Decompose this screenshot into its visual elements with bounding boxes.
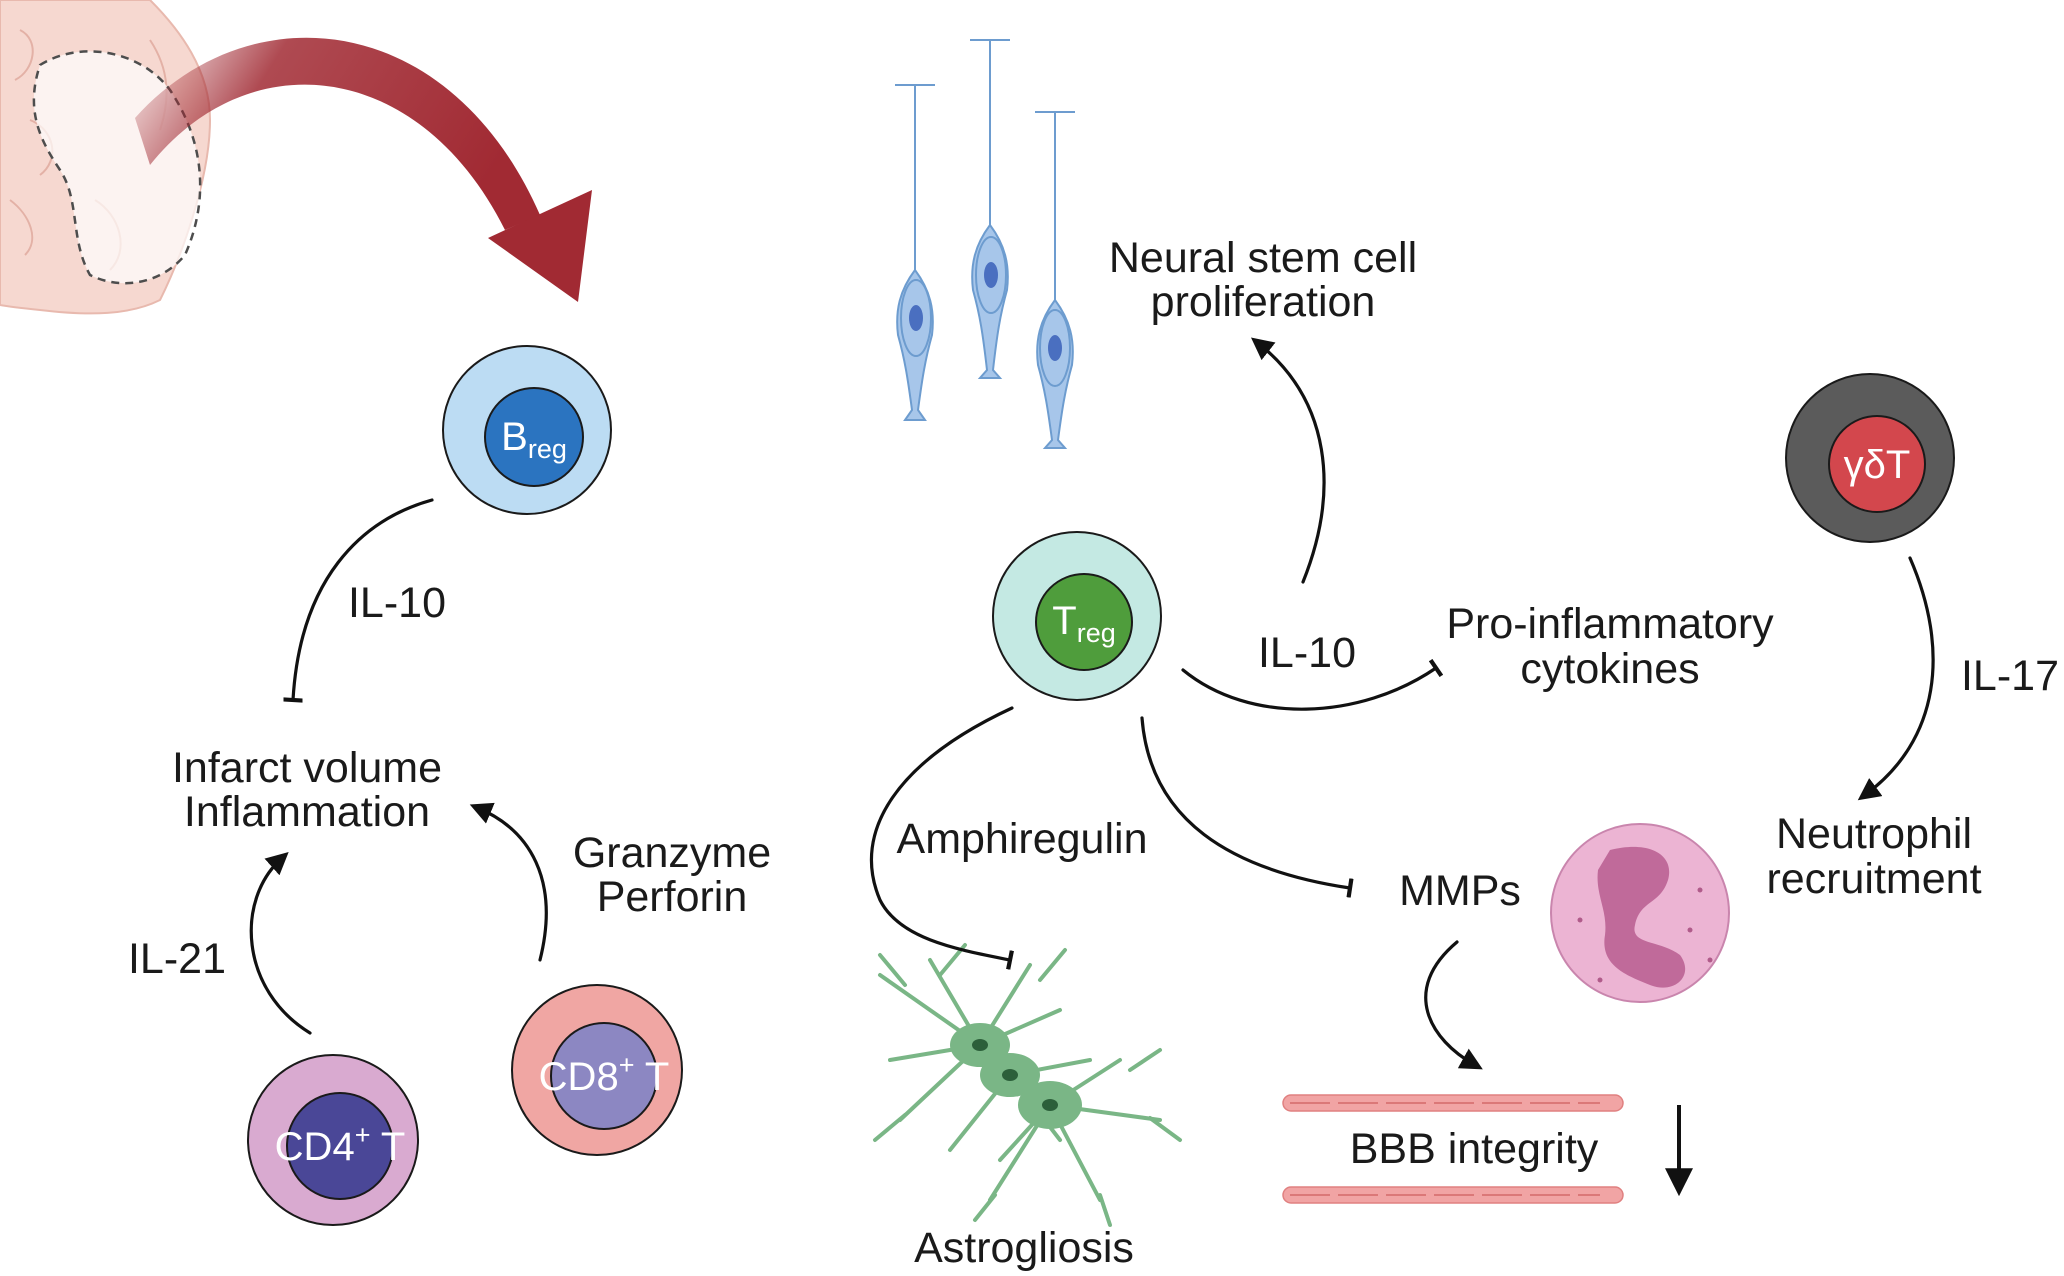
cd8-label: CD8 [539,1055,619,1099]
edge-cd4-to-infarct [249,852,312,1035]
label-proliferation: proliferation [1151,278,1376,326]
edge-treg-inhibits-mmps [1140,716,1354,898]
cd8-suffix: T [634,1055,669,1099]
cd4-sup: + [355,1120,371,1150]
gdt-cell: γδT [1785,373,1955,543]
infiltration-arrow [135,37,592,302]
astrocytes [873,943,1182,1227]
label-neutrophil: Neutrophil [1776,810,1972,858]
edge-breg-inhibits-infarct [283,498,434,703]
treg-letter: T [1052,599,1076,643]
neutrophil [1550,823,1730,1003]
label-perforin: Perforin [597,873,748,921]
cd4-cell: CD4+ T [247,1054,419,1226]
label-cytokines: cytokines [1520,645,1699,693]
treg-sub: reg [1077,618,1116,648]
svg-text:Breg: Breg [501,415,567,464]
blood-vessel [1282,1094,1624,1204]
label-mmps: MMPs [1399,867,1521,915]
brain-illustration [0,0,212,315]
edge-treg-to-nsc [1250,337,1326,584]
label-il17: IL-17 [1961,652,2059,700]
edge-treg-inhibits-astrogliosis [869,706,1014,970]
label-recruitment: recruitment [1766,855,1981,903]
edge-cd8-to-infarct [469,802,548,962]
svg-text:Treg: Treg [1052,599,1115,648]
edge-mmps-to-bbb [1424,940,1483,1070]
label-infarct-volume: Infarct volume [172,744,442,792]
label-inflammation: Inflammation [184,788,430,836]
svg-text:CD8+ T: CD8+ T [539,1050,670,1099]
label-il10-left: IL-10 [348,579,446,627]
svg-text:CD4+ T: CD4+ T [275,1120,406,1169]
label-astrogliosis: Astrogliosis [914,1224,1134,1272]
breg-letter: B [501,415,528,459]
label-amphiregulin: Amphiregulin [897,815,1148,863]
cd4-label: CD4 [275,1125,355,1169]
cd4-suffix: T [370,1125,405,1169]
label-il10-right: IL-10 [1258,629,1356,677]
breg-cell: Breg [442,345,612,515]
breg-sub: reg [528,434,567,464]
gdt-label: γδT [1844,443,1911,487]
label-pro-inflammatory: Pro-inflammatory [1446,600,1774,648]
cd8-sup: + [619,1050,635,1080]
label-granzyme: Granzyme [573,829,771,877]
cd8-cell: CD8+ T [511,984,683,1156]
edge-treg-inhibits-cytokines [1181,658,1444,711]
label-neural-stem-cell: Neural stem cell [1109,234,1417,282]
edge-gdt-to-neutrophil [1857,556,1935,801]
treg-cell: Treg [992,531,1162,701]
neural-stem-cells [895,39,1075,449]
label-bbb-integrity: BBB integrity [1350,1125,1599,1173]
label-il21: IL-21 [128,935,226,983]
